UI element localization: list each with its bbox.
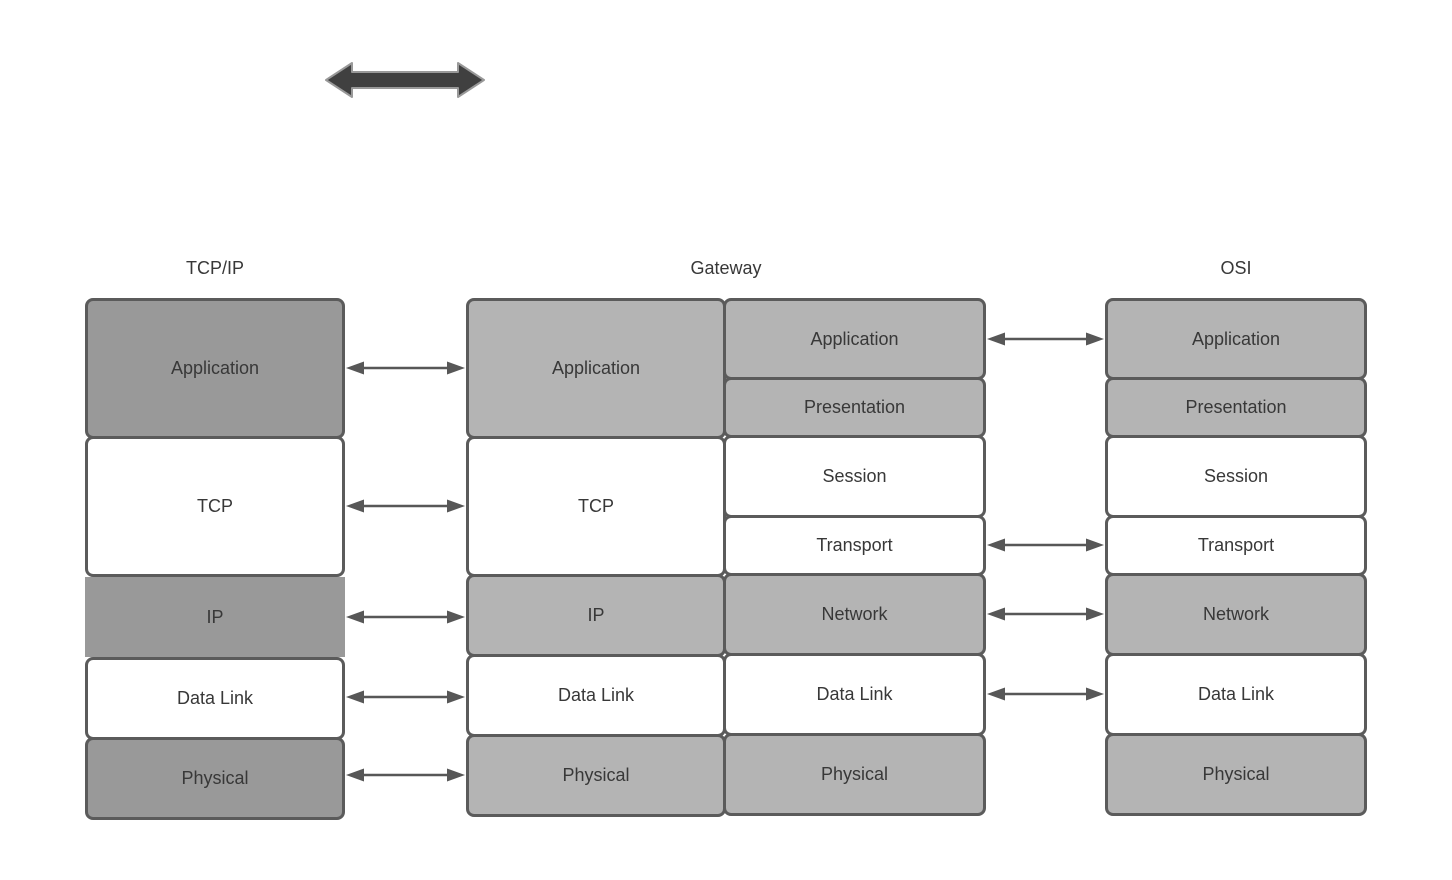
double-arrow-icon-tcpip-gw-physical [346, 768, 465, 782]
layer-box-gwleft-datalink: Data Link [466, 654, 726, 737]
layer-box-tcpip-tcp: TCP [85, 436, 345, 577]
layer-box-osi-application: Application [1105, 298, 1367, 380]
layer-box-gwright-session: Session [723, 435, 986, 518]
layer-box-tcpip-datalink: Data Link [85, 657, 345, 740]
column-header-gateway: Gateway [690, 258, 762, 278]
double-arrow-icon-tcpip-gw-application [346, 361, 465, 375]
stack-osi: Application Presentation Session Transpo… [1105, 298, 1367, 816]
double-arrow-icon-tcpip-gw-ip [346, 610, 465, 624]
layer-box-gwleft-physical: Physical [466, 734, 726, 817]
double-arrow-icon-gw-osi-transport [987, 538, 1104, 552]
layer-box-gwright-application: Application [723, 298, 986, 380]
stack-gateway-right: Application Presentation Session Transpo… [723, 298, 986, 816]
layer-box-tcpip-application: Application [85, 298, 345, 439]
thick-double-arrow-icon [325, 62, 485, 98]
column-header-tcpip: TCP/IP [185, 258, 244, 278]
layer-box-osi-session: Session [1105, 435, 1367, 518]
layer-box-tcpip-physical: Physical [85, 737, 345, 820]
layer-box-gwleft-ip: IP [466, 574, 726, 657]
layer-box-osi-datalink: Data Link [1105, 653, 1367, 736]
layer-box-gwright-datalink: Data Link [723, 653, 986, 736]
layer-box-osi-presentation: Presentation [1105, 377, 1367, 438]
layer-box-osi-network: Network [1105, 573, 1367, 656]
layer-box-osi-physical: Physical [1105, 733, 1367, 816]
stack-gateway-left: Application TCP IP Data Link Physical [466, 298, 726, 817]
layer-box-gwright-presentation: Presentation [723, 377, 986, 438]
column-header-osi: OSI [1220, 258, 1252, 278]
layer-box-tcpip-ip: IP [85, 577, 345, 657]
double-arrow-icon-gw-osi-application [987, 332, 1104, 346]
double-arrow-icon-gw-osi-datalink [987, 687, 1104, 701]
stack-tcpip: Application TCP IP Data Link Physical [85, 298, 345, 820]
double-arrow-icon-gw-osi-network [987, 607, 1104, 621]
double-arrow-icon-tcpip-gw-tcp [346, 499, 465, 513]
layer-box-gwright-network: Network [723, 573, 986, 656]
layer-box-gwleft-application: Application [466, 298, 726, 439]
layer-box-gwright-transport: Transport [723, 515, 986, 576]
layer-box-gwleft-tcp: TCP [466, 436, 726, 577]
layer-box-gwright-physical: Physical [723, 733, 986, 816]
layer-box-osi-transport: Transport [1105, 515, 1367, 576]
double-arrow-icon-tcpip-gw-datalink [346, 690, 465, 704]
